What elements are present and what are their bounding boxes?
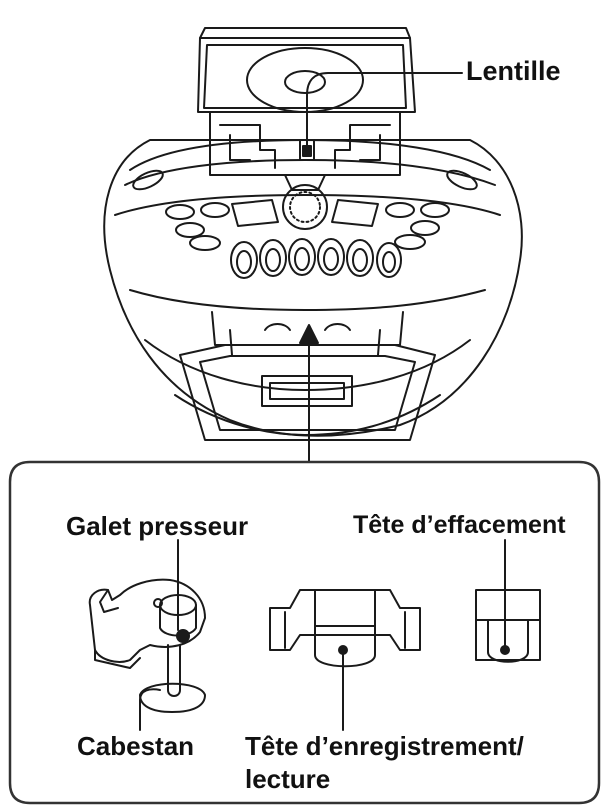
pinch-roller-label: Galet presseur: [66, 511, 249, 541]
detail-panel-border: [8, 460, 601, 805]
capstan-leader-line: [139, 688, 161, 731]
cd-lid: [197, 27, 416, 191]
boombox-control-band: [114, 194, 501, 216]
right-grip-oval: [446, 169, 478, 191]
right-button-2: [420, 202, 450, 218]
left-button-4: [189, 235, 221, 251]
record-playback-head: [269, 589, 421, 668]
erase-head-label: Tête d’effacement: [353, 511, 566, 539]
center-pad-right: [331, 199, 379, 227]
record-playback-head-label-line1: Tête d’enregistrement/: [245, 731, 524, 761]
lens-label: Lentille: [466, 56, 561, 86]
head-pointer-arrowhead: [299, 324, 319, 344]
left-button-1: [165, 204, 195, 220]
center-pad-left: [231, 199, 279, 227]
boombox-base-curve: [144, 339, 471, 391]
right-button-4: [394, 234, 426, 250]
left-button-3: [175, 222, 205, 238]
left-grip-oval: [132, 169, 164, 191]
erase-head: [475, 589, 541, 663]
left-button-2: [200, 202, 230, 218]
cd-disc: [246, 47, 364, 113]
boombox-bottom-edge: [174, 394, 441, 436]
cassette-door: [179, 311, 436, 441]
lens-leader-line: [306, 72, 463, 151]
right-button-1: [385, 202, 415, 218]
boombox-lower-band: [129, 289, 486, 311]
boombox-body-outline: [103, 139, 523, 437]
record-playback-head-label-line2: lecture: [245, 764, 331, 794]
center-dial-inner: [289, 191, 321, 223]
right-button-3: [410, 220, 440, 236]
cassette-key-row: [230, 238, 402, 279]
center-dial: [282, 184, 328, 230]
boombox-illustration: [103, 27, 523, 441]
cassette-window: [261, 375, 353, 407]
capstan-label: Cabestan: [77, 731, 195, 761]
boombox-top-rim-inner: [124, 159, 496, 186]
pinch-roller-assembly: [88, 578, 206, 713]
